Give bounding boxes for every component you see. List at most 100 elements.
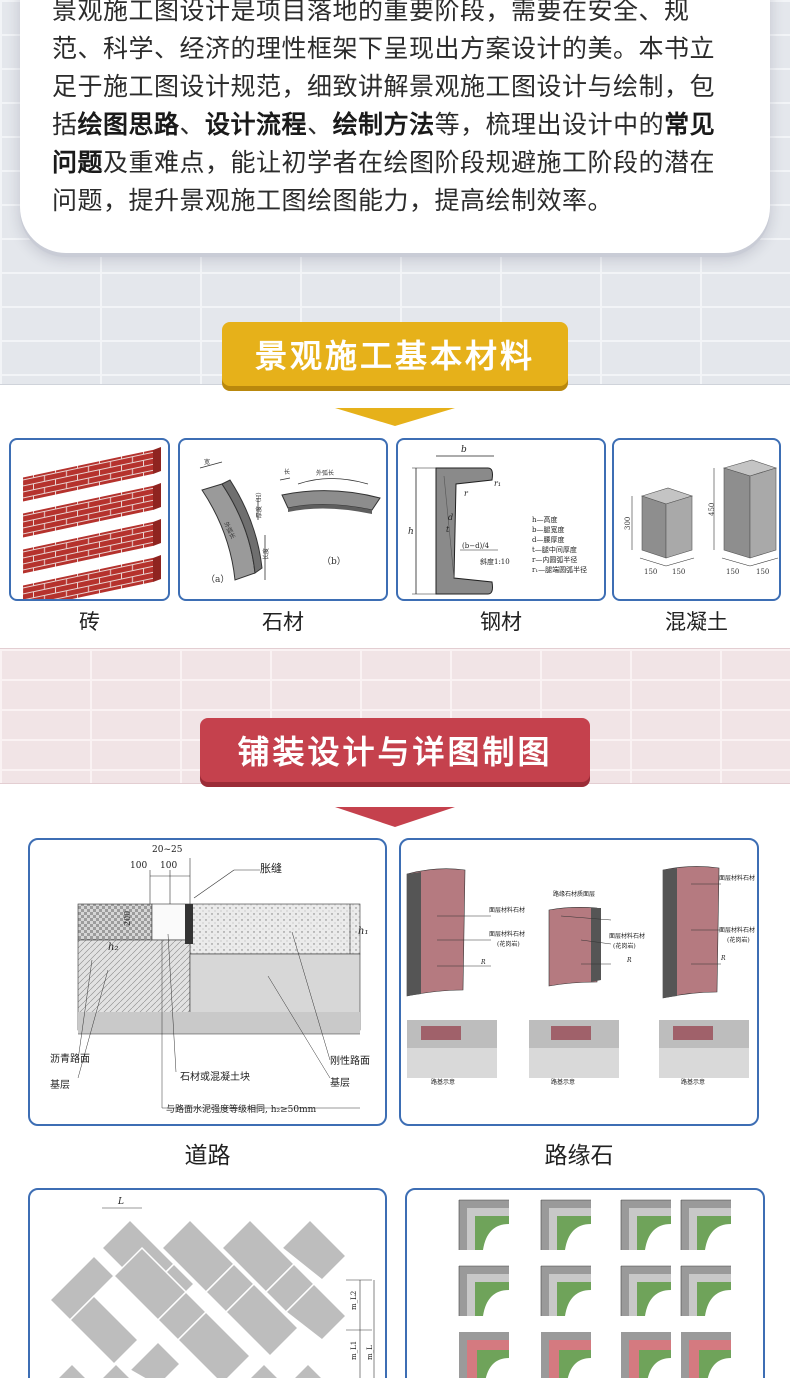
dim-r: r [464,489,469,498]
corner-detail [680,1265,732,1317]
corner-detail [540,1265,592,1317]
material-label-steel: 钢材 [480,610,522,634]
curb-note: (花岗岩) [497,940,520,948]
paving-label-road: 道路 [184,1143,231,1169]
curb-note: R [480,959,486,966]
corner-detail-grid [458,1199,732,1378]
brick-wall-illustration [23,447,161,599]
curb-note: 面层材料石材 [489,930,525,938]
label-stone-block: 石材或混凝土块 [180,1070,250,1083]
corner-detail [681,1332,731,1378]
dim-r1: r₁ [494,479,501,488]
legend-item: t—腿中间厚度 [532,545,577,554]
road-section-diagram: 20~25 100 100 200 h₁ h₂ 胀缝 沥青路面 基层 石材或混凝… [50,845,370,1115]
bold-term: 常见 [664,110,716,139]
curb-note: 面层材料石材 [489,906,525,914]
banner-pointer [335,408,455,426]
legend-item: r₁—腿端圆弧半径 [532,565,587,574]
herringbone-card: L m_L2 m_L1 m_L [28,1188,387,1378]
banner-pointer [335,807,455,827]
stone-card: 宽 外弧长 长度 厚度（H） 长 外弧长 （a） （b） [178,438,388,601]
intro-line: 问题，提升景观施工图绘图能力，提高绘制效率。 [52,186,614,215]
brick-card [9,438,170,601]
stone-diagram: 宽 外弧长 长度 厚度（H） 长 外弧长 （a） （b） [199,458,381,585]
material-label-stone: 石材 [262,610,304,634]
dim-h: h [408,527,414,537]
curb-stone-diagram: 面层材料石材 面层材料石材 (花岗岩) R 路缘石材质面层 面层材料石材 (花岗… [406,866,755,1086]
label-rigid: 刚性路面 [330,1054,370,1067]
bold-term: 问题 [52,148,104,177]
concrete-blocks-diagram: 300 450 150 150 150 150 [624,459,779,576]
dim-b: b [461,445,467,455]
curb-note: 路缘石材质面层 [553,890,595,898]
text-span: 、 [179,110,206,139]
corner-detail [621,1332,671,1378]
curb-card: 面层材料石材 面层材料石材 (花岗岩) R 路缘石材质面层 面层材料石材 (花岗… [399,838,759,1126]
dim-100: 100 [160,861,177,871]
corner-detail [620,1199,672,1251]
label-expansion-joint: 胀缝 [260,861,282,875]
bold-term: 绘图思路 [77,110,180,139]
paving-section-banner: 铺装设计与详图制图 [200,718,590,782]
dim-text: 宽 [204,458,210,466]
material-label-concrete: 混凝土 [665,610,728,634]
bold-term: 设计流程 [205,110,308,139]
dim-slope: 斜度1:10 [480,557,510,566]
corner-detail [541,1332,591,1378]
intro-card [20,0,770,253]
text-span: 括 [52,110,78,139]
dim-m: m_L1 [350,1341,358,1360]
label-note: 与路面水泥强度等级相同, h₂≥50mm [166,1103,317,1115]
curb-note: (花岗岩) [727,936,750,944]
text-span: 、 [307,110,333,139]
text-span: 等，梳理出设计中的 [434,110,665,139]
dim-bd: (b−d)/4 [462,542,490,550]
intro-line: 景观施工图设计是项目落地的重要阶段，需要在安全、规 [52,0,690,25]
dim-text: 长度 [262,548,270,560]
curb-note: (花岗岩) [613,942,636,950]
corner-detail-card [405,1188,765,1378]
corner-detail [680,1199,732,1251]
dim-h1: h₁ [358,926,368,937]
legend-item: d—腰厚度 [532,535,564,544]
herringbone-pattern-diagram: L m_L2 m_L1 m_L [48,1197,375,1378]
steel-channel-diagram: b h r r₁ d t (b−d)/4 斜度1:10 h—高度 b—腿宽度 d… [408,445,587,595]
curb-note: 路基示意 [551,1078,575,1086]
label-base-left: 基层 [50,1078,70,1091]
dim-small-w2: 150 [672,568,685,576]
dim-200: 200 [123,911,132,926]
dim-small-w1: 150 [644,568,657,576]
text-span: 及重难点，能让初学者在绘图阶段规避施工阶段的潜在 [103,148,716,177]
corner-detail [458,1199,510,1251]
dim-h2: h₂ [108,942,118,953]
bold-term: 绘制方法 [332,110,435,139]
steel-card: b h r r₁ d t (b−d)/4 斜度1:10 h—高度 b—腿宽度 d… [396,438,606,601]
legend-item: b—腿宽度 [532,525,564,534]
curb-note: R [720,955,726,962]
dim-m: m_L [366,1345,374,1360]
intro-line: 足于施工图设计规范，细致讲解景观施工图设计与绘制，包 [52,72,716,101]
caption-b: （b） [322,556,346,567]
dim-t: t [446,525,450,534]
material-label-brick: 砖 [79,610,100,634]
dim-d: d [448,513,453,522]
dim-small-h: 300 [624,517,632,530]
curb-note: 面层材料石材 [609,932,645,940]
intro-line: 括绘图思路、设计流程、绘制方法等，梳理出设计中的常见 [52,106,747,144]
dim-m: m_L2 [350,1291,358,1310]
dim-20-25: 20~25 [152,845,183,855]
concrete-card: 300 450 150 150 150 150 [612,438,781,601]
corner-detail [620,1265,672,1317]
curb-note: R [626,957,632,964]
legend-item: r—内圆弧半径 [532,555,577,564]
dim-text: 厚度（H） [255,489,263,518]
curb-note: 路基示意 [431,1078,455,1086]
caption-a: （a） [206,574,229,585]
materials-section-banner: 景观施工基本材料 [222,322,568,386]
curb-note: 路基示意 [681,1078,705,1086]
dim-big-w1: 150 [726,568,739,576]
intro-line: 问题及重难点，能让初学者在绘图阶段规避施工阶段的潜在 [52,144,747,182]
paving-label-curb: 路缘石 [544,1143,614,1169]
dim-big-w2: 150 [756,568,769,576]
herringbone-pavers [48,1218,348,1378]
